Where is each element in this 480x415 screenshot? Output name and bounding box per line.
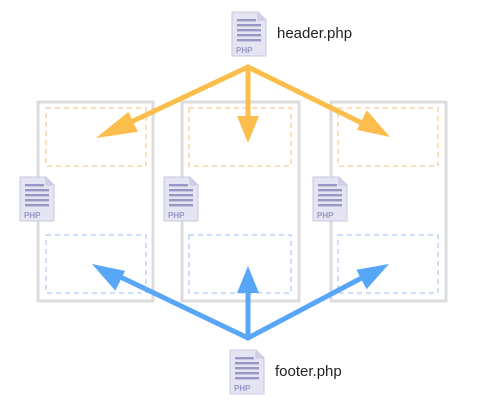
- php-badge: PHP: [24, 211, 41, 220]
- header-arrow-center: [237, 64, 259, 143]
- footer-arrow-left: [92, 264, 251, 341]
- header-region: [45, 107, 147, 167]
- php-badge: PHP: [234, 384, 251, 393]
- header-arrow-right: [245, 64, 390, 137]
- template-page-2: [180, 100, 301, 303]
- php-badge: PHP: [317, 211, 334, 220]
- footer-arrow-right: [245, 264, 389, 341]
- header-arrow-left: [96, 64, 251, 138]
- header-file-label: header.php: [277, 25, 352, 42]
- footer-include-arrows: [92, 264, 389, 341]
- footer-region: [45, 234, 147, 294]
- php-file-icon: PHP: [163, 176, 199, 222]
- header-region: [188, 107, 292, 167]
- php-file-icon: PHP: [312, 176, 348, 222]
- php-badge: PHP: [236, 46, 253, 55]
- php-file-icon: PHP: [231, 11, 267, 57]
- footer-file-label: footer.php: [275, 363, 342, 380]
- header-file: PHP header.php: [231, 11, 352, 57]
- footer-file: PHP footer.php: [229, 349, 342, 395]
- template-page-3: [329, 100, 448, 303]
- header-include-arrows: [96, 64, 390, 143]
- header-region: [337, 107, 439, 167]
- php-badge: PHP: [168, 211, 185, 220]
- footer-region: [337, 234, 439, 294]
- php-file-icon: PHP: [229, 349, 265, 395]
- footer-arrow-center: [237, 266, 259, 341]
- php-file-icon: PHP: [19, 176, 55, 222]
